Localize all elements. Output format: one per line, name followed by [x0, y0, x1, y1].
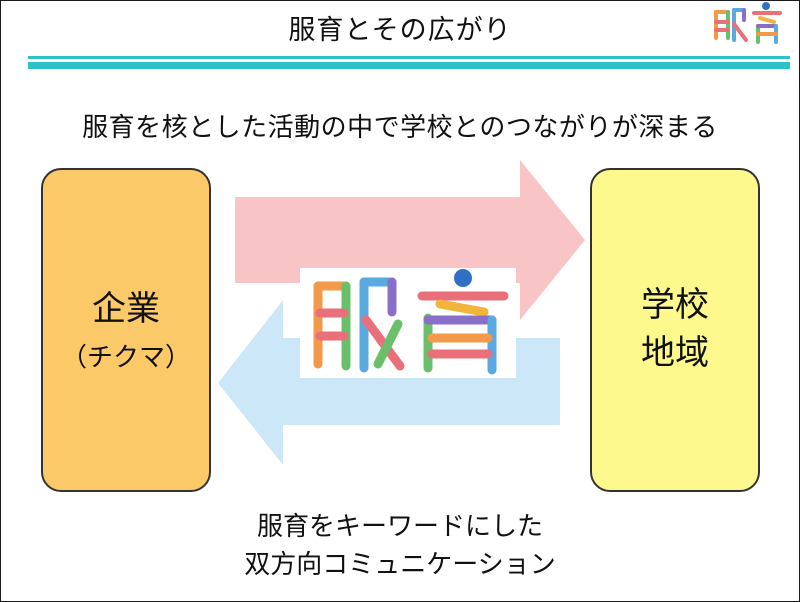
slide-title: 服育とその広がり: [288, 15, 512, 46]
title-rule-thin: [28, 56, 790, 59]
company-label: 企業: [92, 288, 160, 329]
caption-line-2: 双方向コミュニケーション: [244, 550, 556, 580]
community-label: 地域: [641, 333, 709, 373]
company-box: 企業 （チクマ）: [41, 168, 211, 492]
title-rule-thick: [28, 62, 790, 69]
school-community-box: 学校 地域: [590, 168, 760, 492]
subtitle: 服育を核とした活動の中で学校とのつながりが深まる: [82, 113, 718, 143]
school-label: 学校: [641, 285, 709, 326]
center-logo-card: [300, 268, 516, 378]
caption: 服育をキーワードにした 双方向コミュニケーション: [0, 508, 800, 584]
fukuiku-logo-large: [313, 269, 509, 375]
caption-line-1: 服育をキーワードにした: [256, 512, 543, 542]
fukuiku-logo-small: [714, 2, 782, 44]
company-name: （チクマ）: [60, 343, 191, 374]
